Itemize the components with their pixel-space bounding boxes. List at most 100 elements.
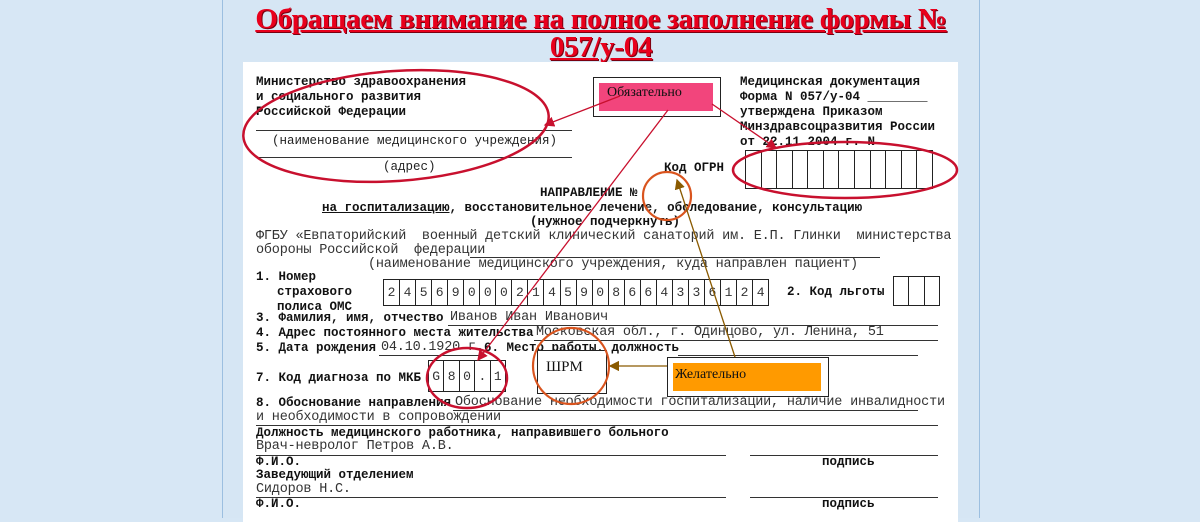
arrow-to-number	[674, 178, 736, 358]
ogrn-cell	[886, 151, 902, 188]
policy-digit-cell: 5	[561, 280, 577, 305]
policy-digit-cell: 6	[432, 280, 449, 305]
ministry-line1: Министерство здравоохранения	[256, 75, 467, 89]
desired-circle-number	[641, 170, 693, 222]
icd-label: 7. Код диагноза по МКБ	[256, 371, 422, 385]
doc-type-line1: Медицинская документация	[740, 75, 921, 89]
desired-label: Желательно	[673, 363, 821, 391]
doc-type-line4: Минздравсоцразвития России	[740, 120, 936, 134]
ogrn-cell	[746, 151, 762, 188]
ministry-line2: и социального развития	[256, 90, 422, 104]
arrow-to-header	[543, 95, 621, 127]
required-ellipse-ogrn	[731, 140, 959, 200]
reason-underline-1	[453, 410, 918, 411]
address-underline	[534, 340, 938, 341]
policy-digit-cell: 2	[384, 280, 401, 305]
policy-digit-cell: 1	[721, 280, 738, 305]
destination-line1: ФГБУ «Евпаторийский военный детский клин…	[256, 229, 952, 244]
referral-purpose: на госпитализацию, восстановительное леч…	[322, 201, 862, 215]
benefit-code-cells[interactable]	[893, 276, 940, 306]
required-label: Обязательно	[599, 83, 713, 111]
birth-label: 5. Дата рождения	[256, 341, 377, 355]
policy-label-1: 1. Номер	[256, 270, 317, 284]
policy-digit-cell: 0	[464, 280, 481, 305]
ogrn-cell	[855, 151, 871, 188]
arrow-to-icd	[477, 109, 669, 362]
ogrn-cell	[824, 151, 840, 188]
annotation-overlay	[242, 68, 959, 410]
required-ellipse-icd	[425, 346, 509, 410]
doctor-underline	[256, 455, 726, 456]
desired-callout: Желательно	[667, 357, 829, 397]
policy-digit-cell: 8	[609, 280, 625, 305]
policy-digit-cell: 4	[400, 280, 417, 305]
policy-label-3: полиса ОМС	[277, 300, 353, 314]
destination-underline	[470, 257, 880, 258]
destination-caption: (наименование медицинского учреждения, к…	[368, 257, 858, 272]
policy-digit-cell: 6	[641, 280, 657, 305]
doc-type-line3: утверждена Приказом	[740, 105, 883, 119]
reason-value-2: и необходимости в сопровождении	[256, 410, 501, 425]
destination-line2: обороны Российской федерации	[256, 243, 486, 258]
reason-underline-2	[256, 425, 938, 426]
name-value: Иванов Иван Иванович	[450, 310, 609, 325]
shrm-label: ШРМ	[546, 359, 583, 375]
policy-digit-cell: 0	[496, 280, 513, 305]
ogrn-cell	[793, 151, 809, 188]
icd-cell: G	[429, 361, 445, 391]
head-label: Заведующий отделением	[256, 468, 414, 482]
policy-digit-cell: 9	[577, 280, 593, 305]
policy-digit-cell: 0	[593, 280, 609, 305]
address-line	[256, 157, 572, 158]
policy-label-2: страхового	[277, 285, 353, 299]
page-title-line1: Обращаем внимание на полное заполнение ф…	[255, 3, 947, 35]
position-label: Должность медицинского работника, направ…	[256, 426, 669, 440]
icd-cell: 8	[444, 361, 460, 391]
address-caption: (адрес)	[383, 160, 436, 174]
head-signature-label: подпись	[822, 497, 875, 511]
arrow-to-ogrn	[711, 103, 778, 149]
ogrn-cell	[902, 151, 918, 188]
policy-digit-cell: 5	[416, 280, 433, 305]
head-signature-line	[750, 497, 938, 498]
policy-digit-cell: 4	[756, 285, 765, 300]
policy-digit-cell: 3	[673, 280, 689, 305]
benefit-cell	[909, 277, 925, 305]
policy-digit-cell: 4	[544, 280, 561, 305]
policy-digit-cell: 9	[448, 280, 465, 305]
policy-digit-cell: 6	[705, 280, 721, 305]
policy-digit-cell: 6	[625, 280, 641, 305]
benefit-cell	[894, 277, 910, 305]
page-title-line2: 057/у-04	[549, 31, 653, 63]
name-underline	[448, 325, 938, 326]
policy-digit-cell: 0	[480, 280, 497, 305]
work-underline	[678, 355, 918, 356]
reason-label: 8. Обоснование направления	[256, 396, 452, 410]
address-value: Московская обл., г. Одинцово, ул. Ленина…	[536, 325, 884, 340]
doctor-signature-label: подпись	[822, 455, 875, 469]
doctor-value: Врач-невролог Петров А.В.	[256, 439, 454, 454]
ogrn-cell	[777, 151, 793, 188]
ogrn-cell	[871, 151, 887, 188]
required-ellipse-header	[242, 68, 550, 184]
ministry-line3: Российской Федерации	[256, 105, 407, 119]
ogrn-cell	[839, 151, 856, 188]
policy-digit-cell: 2	[737, 280, 754, 305]
institution-line	[256, 130, 572, 131]
purpose-rest: , восстановительное лечение, обследовани…	[449, 201, 863, 215]
purpose-hospitalization: на госпитализацию	[322, 201, 450, 215]
ogrn-cell	[808, 151, 824, 188]
shrm-box: ШРМ	[537, 350, 607, 394]
required-callout: Обязательно	[593, 77, 721, 117]
ogrn-cell	[762, 151, 778, 188]
ogrn-cells[interactable]	[745, 150, 933, 189]
policy-digit-cell: 1	[528, 280, 545, 305]
icd-cell: 0	[460, 361, 476, 391]
policy-digit-cell: 3	[689, 280, 705, 305]
icd-cell: 1	[493, 368, 502, 384]
doc-type-line2: Форма N 057/у-04 ________	[740, 90, 928, 104]
doctor-signature-line	[750, 455, 938, 456]
policy-digit-cell: 4	[657, 280, 673, 305]
